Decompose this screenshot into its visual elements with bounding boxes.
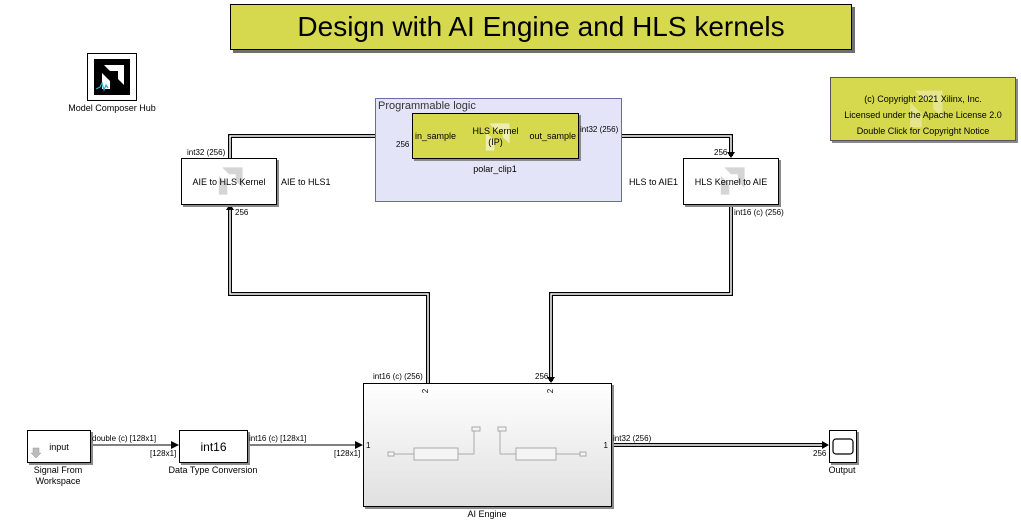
hls-to-aie-top-width: 256 (714, 148, 728, 157)
amd-watermark-icon (910, 90, 943, 128)
signal-from-workspace-caption: Signal From Workspace (8, 465, 108, 487)
hls-out-signal: int32 (256) (580, 125, 619, 134)
aie-top-left-signal: int16 (c) (256) (373, 372, 423, 381)
hub-caption: Model Composer Hub (68, 103, 156, 113)
hls-to-aie-name: HLS to AIE1 (629, 177, 679, 187)
aie-to-hls-name: AIE to HLS1 (281, 177, 331, 187)
data-type-conversion-block[interactable]: int16 (179, 430, 248, 463)
input-caption-2: Workspace (35, 476, 81, 486)
aie-out-port-1: 1 (603, 441, 608, 450)
out-sample-port: out_sample (529, 131, 576, 141)
in-sample-port: in_sample (415, 131, 457, 141)
input-out-dim: [128x1] (150, 449, 177, 458)
notice-line-2: Licensed under the Apache License 2.0 (844, 110, 1002, 120)
hls-kernel-subtitle: (IP) (488, 137, 503, 147)
page-title-text: Design with AI Engine and HLS kernels (297, 11, 785, 42)
ai-engine-graph-icon (387, 426, 587, 461)
hls-to-aie-block[interactable]: HLS Kernel to AIE (683, 158, 779, 205)
amd-watermark-icon (485, 123, 510, 151)
aie-in-port-2: 2 (546, 388, 556, 394)
aie-to-hls-top-signal: int32 (256) (187, 148, 226, 157)
down-arrow-icon (30, 447, 42, 459)
hls-to-aie-bottom-signal: int16 (c) (256) (734, 208, 784, 217)
hls-to-aie-label: HLS Kernel to AIE (694, 176, 768, 187)
aie-in-port-1: 1 (366, 441, 371, 450)
signal-from-workspace-block[interactable]: input (27, 430, 91, 463)
aie-to-hls-bottom-width: 256 (235, 208, 249, 217)
dtc-caption: Data Type Conversion (168, 465, 258, 475)
dtc-out-signal: int16 (c) [128x1] (249, 434, 307, 443)
copyright-notice[interactable]: (c) Copyright 2021 Xilinx, Inc. Licensed… (830, 77, 1016, 141)
amd-watermark-icon (720, 167, 745, 195)
notice-line-3: Double Click for Copyright Notice (856, 126, 990, 136)
dtc-label: int16 (200, 439, 227, 454)
amd-watermark-icon (218, 167, 243, 195)
ai-engine-caption: AI Engine (467, 509, 507, 519)
output-scope-block[interactable] (829, 430, 857, 463)
hls-kernel-title: HLS Kernel (472, 126, 519, 136)
aie-to-hls-block[interactable]: AIE to HLS Kernel (181, 158, 277, 205)
input-out-signal: double (c) [128x1] (92, 434, 157, 443)
polar-clip-caption: polar_clip1 (473, 164, 517, 174)
notice-line-1: (c) Copyright 2021 Xilinx, Inc. (864, 94, 982, 104)
input-caption-1: Signal From (33, 465, 83, 475)
amd-logo-icon (94, 59, 130, 95)
aie-top-right-width: 256 (535, 372, 549, 381)
dtc-out-dim: [128x1] (334, 449, 361, 458)
scope-icon (832, 437, 854, 455)
output-caption: Output (828, 465, 856, 475)
aie-out-signal: int32 (256) (613, 434, 652, 443)
input-block-label: input (49, 441, 69, 452)
in-sample-width: 256 (396, 140, 410, 149)
aie-to-hls-label: AIE to HLS Kernel (192, 176, 266, 187)
aie-out-width: 256 (813, 449, 827, 458)
page-title: Design with AI Engine and HLS kernels (230, 4, 852, 50)
model-composer-hub-block[interactable] (87, 53, 137, 101)
pl-area-label: Programmable logic (378, 100, 476, 112)
hls-kernel-block[interactable]: in_sample out_sample HLS Kernel (IP) (412, 113, 579, 159)
ai-engine-block[interactable]: 1 1 2 2 (363, 383, 612, 507)
aie-out-port-2: 2 (421, 388, 431, 394)
